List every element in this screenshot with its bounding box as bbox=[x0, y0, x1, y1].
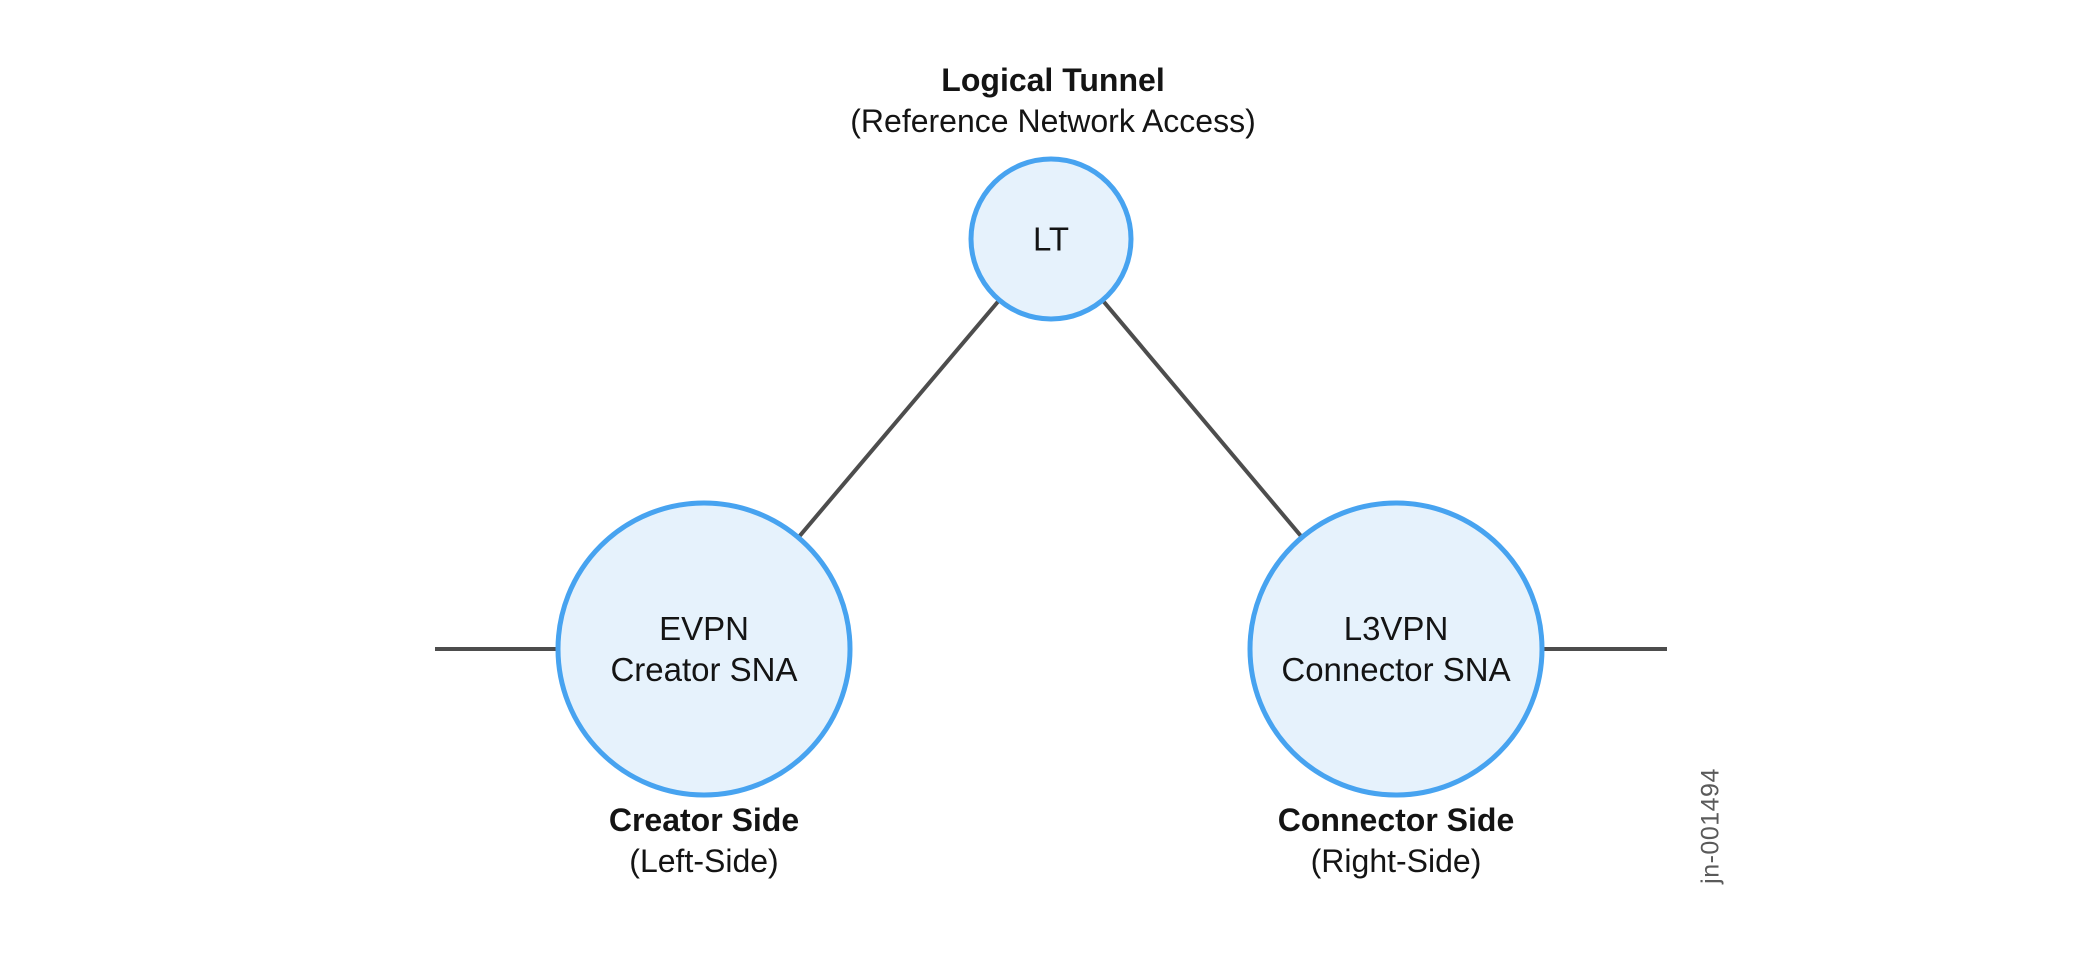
figure-title-line2: (Reference Network Access) bbox=[850, 103, 1256, 139]
creator-side-caption: Creator Side (Left-Side) bbox=[609, 800, 799, 882]
figure-id-watermark: jn-001494 bbox=[1696, 768, 1725, 884]
creator-side-caption-line2: (Left-Side) bbox=[629, 843, 779, 879]
connector-side-caption: Connector Side (Right-Side) bbox=[1278, 800, 1514, 882]
connector-sna-node-label-line1: L3VPN bbox=[1343, 610, 1449, 647]
lt-node-circle bbox=[968, 156, 1134, 322]
creator-sna-node-label-line2: Creator SNA bbox=[610, 651, 798, 688]
creator-sna-node-circle bbox=[555, 500, 853, 798]
connector-side-caption-line1: Connector Side bbox=[1277, 802, 1515, 838]
lt-node-label: LT bbox=[1032, 220, 1070, 258]
connector-sna-node-circle bbox=[1247, 500, 1545, 798]
connector-sna-node-label: L3VPN Connector SNA bbox=[1281, 608, 1510, 690]
figure-title: Logical Tunnel (Reference Network Access… bbox=[850, 60, 1255, 142]
creator-sna-node-label: EVPN Creator SNA bbox=[610, 608, 797, 690]
creator-side-caption-line1: Creator Side bbox=[608, 802, 800, 838]
figure-title-line1: Logical Tunnel bbox=[941, 62, 1165, 98]
creator-sna-node-label-line1: EVPN bbox=[659, 610, 749, 647]
connector-sna-node-label-line2: Connector SNA bbox=[1281, 651, 1511, 688]
connector-side-caption-line2: (Right-Side) bbox=[1310, 843, 1482, 879]
